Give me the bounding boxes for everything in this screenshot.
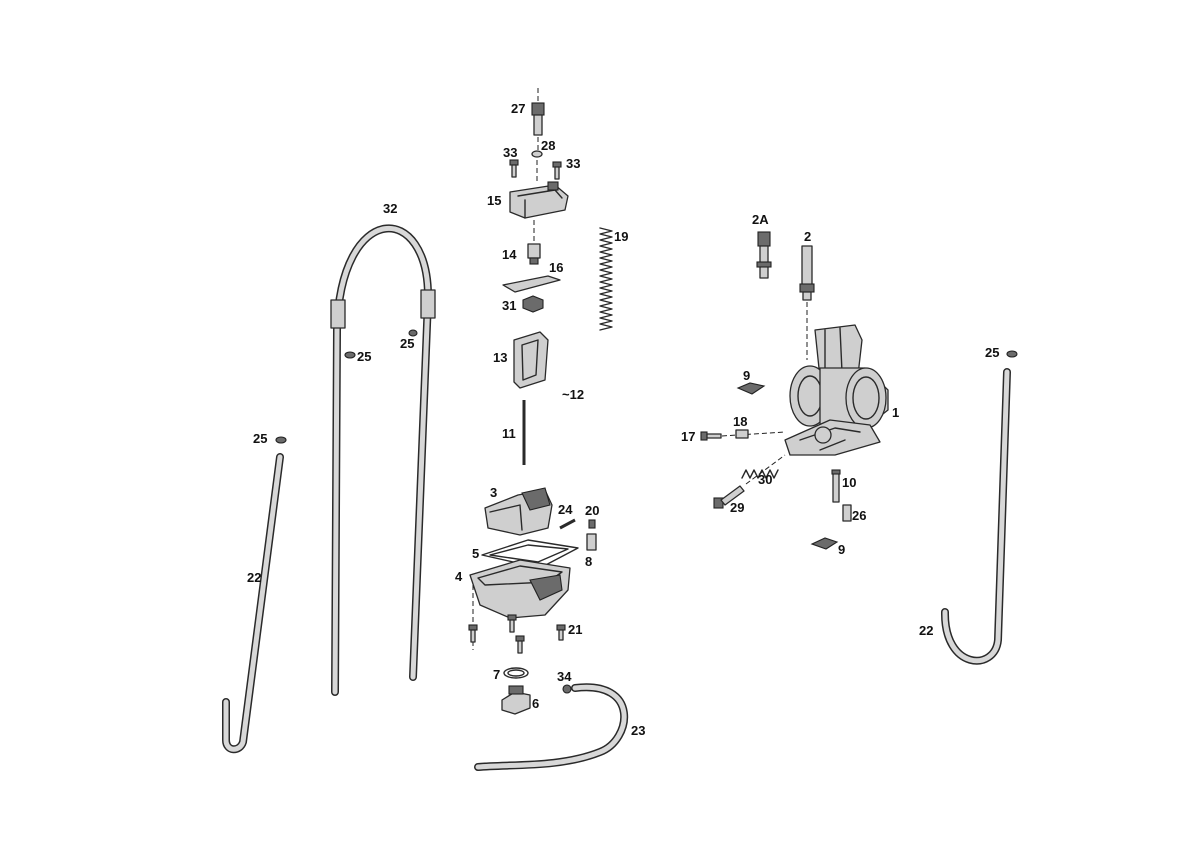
callout-7: 7 <box>493 667 500 682</box>
callout-17: 17 <box>681 429 695 444</box>
part-8-main-jet <box>586 533 597 551</box>
callout-1: 1 <box>892 405 899 420</box>
part-2a-screw <box>756 231 772 279</box>
callout-9-upper: 9 <box>743 368 750 383</box>
part-20-jet <box>588 519 596 529</box>
callout-4: 4 <box>455 569 463 584</box>
part-31-nut <box>522 295 544 313</box>
callout-29: 29 <box>730 500 744 515</box>
callout-22-left: 22 <box>247 570 261 585</box>
part-25-cap-4 <box>1006 350 1018 358</box>
callout-10: 10 <box>842 475 856 490</box>
callout-24: 24 <box>558 502 573 517</box>
callout-18: 18 <box>733 414 747 429</box>
part-23-overflow-hose <box>474 683 629 771</box>
part-9-nut-lower <box>810 537 839 550</box>
part-16-plate <box>502 275 561 293</box>
part-2-valve <box>799 245 815 301</box>
part-10-jet <box>831 469 841 503</box>
callout-28: 28 <box>541 138 555 153</box>
part-17-screw <box>700 431 722 441</box>
callout-33-right: 33 <box>566 156 580 171</box>
callout-25-a: 25 <box>357 349 371 364</box>
part-22-vent-hose-right <box>940 368 1011 665</box>
part-26-jet-holder <box>842 504 852 522</box>
callout-6: 6 <box>532 696 539 711</box>
part-3-float-assembly <box>484 487 553 536</box>
part-32-throttle-cable <box>330 224 436 696</box>
callout-25-b: 25 <box>400 336 414 351</box>
callout-33-left: 33 <box>503 145 517 160</box>
part-18-washer <box>735 429 749 439</box>
callout-14: 14 <box>502 247 517 262</box>
callout-2: 2 <box>804 229 811 244</box>
part-27-adjuster <box>531 102 545 136</box>
part-19-spring <box>599 227 613 331</box>
callout-22-right: 22 <box>919 623 933 638</box>
callout-32: 32 <box>383 201 397 216</box>
callout-16: 16 <box>549 260 563 275</box>
part-22-vent-hose-left <box>222 453 284 754</box>
part-7-o-ring <box>503 667 529 679</box>
callout-13: 13 <box>493 350 507 365</box>
part-33-screw-right <box>552 161 562 180</box>
part-1-carburetor-body <box>784 324 889 456</box>
part-screw-bowl-mid <box>507 614 517 633</box>
part-33-screw-left <box>509 159 519 178</box>
part-15-top-cover <box>509 181 569 219</box>
part-34-fitting <box>562 684 572 694</box>
callout-21: 21 <box>568 622 582 637</box>
callout-2a: 2A <box>752 212 769 227</box>
part-24-pin <box>559 518 576 530</box>
callout-31: 31 <box>502 298 516 313</box>
part-4-float-bowl <box>469 559 571 619</box>
callout-20: 20 <box>585 503 599 518</box>
callout-3: 3 <box>490 485 497 500</box>
part-14-needle-clip-holder <box>527 243 541 265</box>
part-screw-bowl-left <box>468 624 478 643</box>
part-25-cap-2 <box>408 329 418 337</box>
part-screw-bowl-right <box>515 635 525 654</box>
part-25-cap-3 <box>275 436 287 444</box>
part-28-nut <box>531 150 543 158</box>
part-13-throttle-slide <box>513 331 549 389</box>
part-21-screw <box>556 624 566 641</box>
callout-15: 15 <box>487 193 501 208</box>
callout-27: 27 <box>511 101 525 116</box>
callout-9-lower: 9 <box>838 542 845 557</box>
part-29-idle-screw <box>713 485 745 509</box>
part-25-cap-1 <box>344 351 356 359</box>
callout-5: 5 <box>472 546 479 561</box>
callout-12: ~12 <box>562 387 584 402</box>
callout-23: 23 <box>631 723 645 738</box>
callout-34: 34 <box>557 669 572 684</box>
callout-8: 8 <box>585 554 592 569</box>
callout-19: 19 <box>614 229 628 244</box>
callout-11: 11 <box>502 426 516 441</box>
callout-25-c: 25 <box>253 431 267 446</box>
callout-26: 26 <box>852 508 866 523</box>
part-9-nut-upper <box>736 382 766 395</box>
part-6-drain-plug <box>501 685 531 715</box>
callout-labels: 27 28 33 33 15 14 16 31 13 ~12 11 19 32 … <box>247 101 999 738</box>
callout-25-d: 25 <box>985 345 999 360</box>
callout-30: 30 <box>758 472 772 487</box>
